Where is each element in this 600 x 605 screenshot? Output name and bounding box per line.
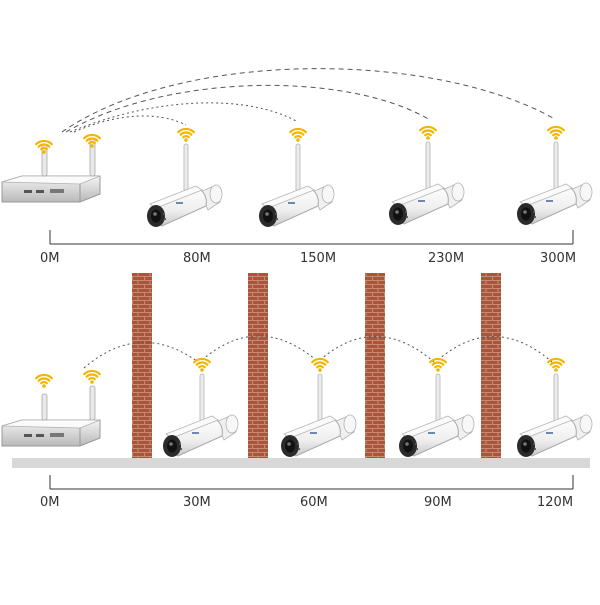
- bullet-camera-icon: [517, 373, 593, 457]
- signal-arc-230m: [65, 84, 431, 133]
- bullet-camera-icon: [517, 141, 593, 225]
- wifi-signal-icon: [547, 357, 565, 372]
- relay-signal-arcs: [83, 335, 553, 369]
- top-distance-label: 80M: [183, 251, 211, 266]
- top-distance-label: 300M: [540, 251, 576, 266]
- top-distance-label: 150M: [300, 251, 336, 266]
- relay-arc: [83, 342, 199, 369]
- wifi-signal-icon: [83, 369, 101, 384]
- wifi-signal-icon: [35, 373, 53, 388]
- bullet-camera-icon: [259, 143, 335, 227]
- relay-arc: [201, 335, 317, 361]
- brick-wall-icon: [365, 273, 385, 458]
- relay-arc: [319, 336, 435, 363]
- top-distance-label: 0M: [40, 251, 60, 266]
- relay-arc: [437, 336, 553, 363]
- wifi-signal-icon: [429, 357, 447, 372]
- bottom-distance-label: 60M: [300, 495, 328, 510]
- top-diagram: 0M 80M 150M 230M 300M: [1, 68, 576, 266]
- wifi-signal-icon: [83, 133, 101, 148]
- camera-layer: [147, 141, 593, 457]
- brick-wall-icon: [248, 273, 268, 458]
- nvr-recorder-icon: [1, 385, 101, 447]
- bottom-distance-label: 0M: [40, 495, 60, 510]
- wifi-signal-icon: [419, 125, 437, 140]
- bullet-camera-icon: [389, 141, 465, 225]
- bottom-diagram: 0M 30M 60M 90M 120M: [1, 273, 590, 510]
- nvr-recorder-icon: [1, 137, 101, 203]
- signal-arc-80m: [73, 115, 187, 133]
- ground-strip: [12, 458, 590, 468]
- brick-wall-icon: [132, 273, 152, 458]
- bottom-distance-label: 90M: [424, 495, 452, 510]
- bullet-camera-icon: [163, 373, 239, 457]
- top-distance-label: 230M: [428, 251, 464, 266]
- wifi-signal-icon: [35, 139, 53, 154]
- brick-wall-icon: [481, 273, 501, 458]
- bullet-camera-icon: [147, 143, 223, 227]
- bullet-camera-icon: [399, 373, 475, 457]
- signal-arc-150m: [69, 102, 299, 133]
- wifi-signal-icon: [193, 357, 211, 372]
- wifi-layer: [35, 125, 565, 388]
- signal-arc-300m: [61, 68, 554, 133]
- bottom-distance-label: 30M: [183, 495, 211, 510]
- wifi-signal-icon: [547, 125, 565, 140]
- wifi-signal-icon: [311, 357, 329, 372]
- top-signal-arcs: [61, 68, 554, 133]
- wifi-signal-icon: [289, 127, 307, 142]
- wifi-signal-icon: [177, 127, 195, 142]
- bullet-camera-icon: [281, 373, 357, 457]
- bottom-distance-label: 120M: [537, 495, 573, 510]
